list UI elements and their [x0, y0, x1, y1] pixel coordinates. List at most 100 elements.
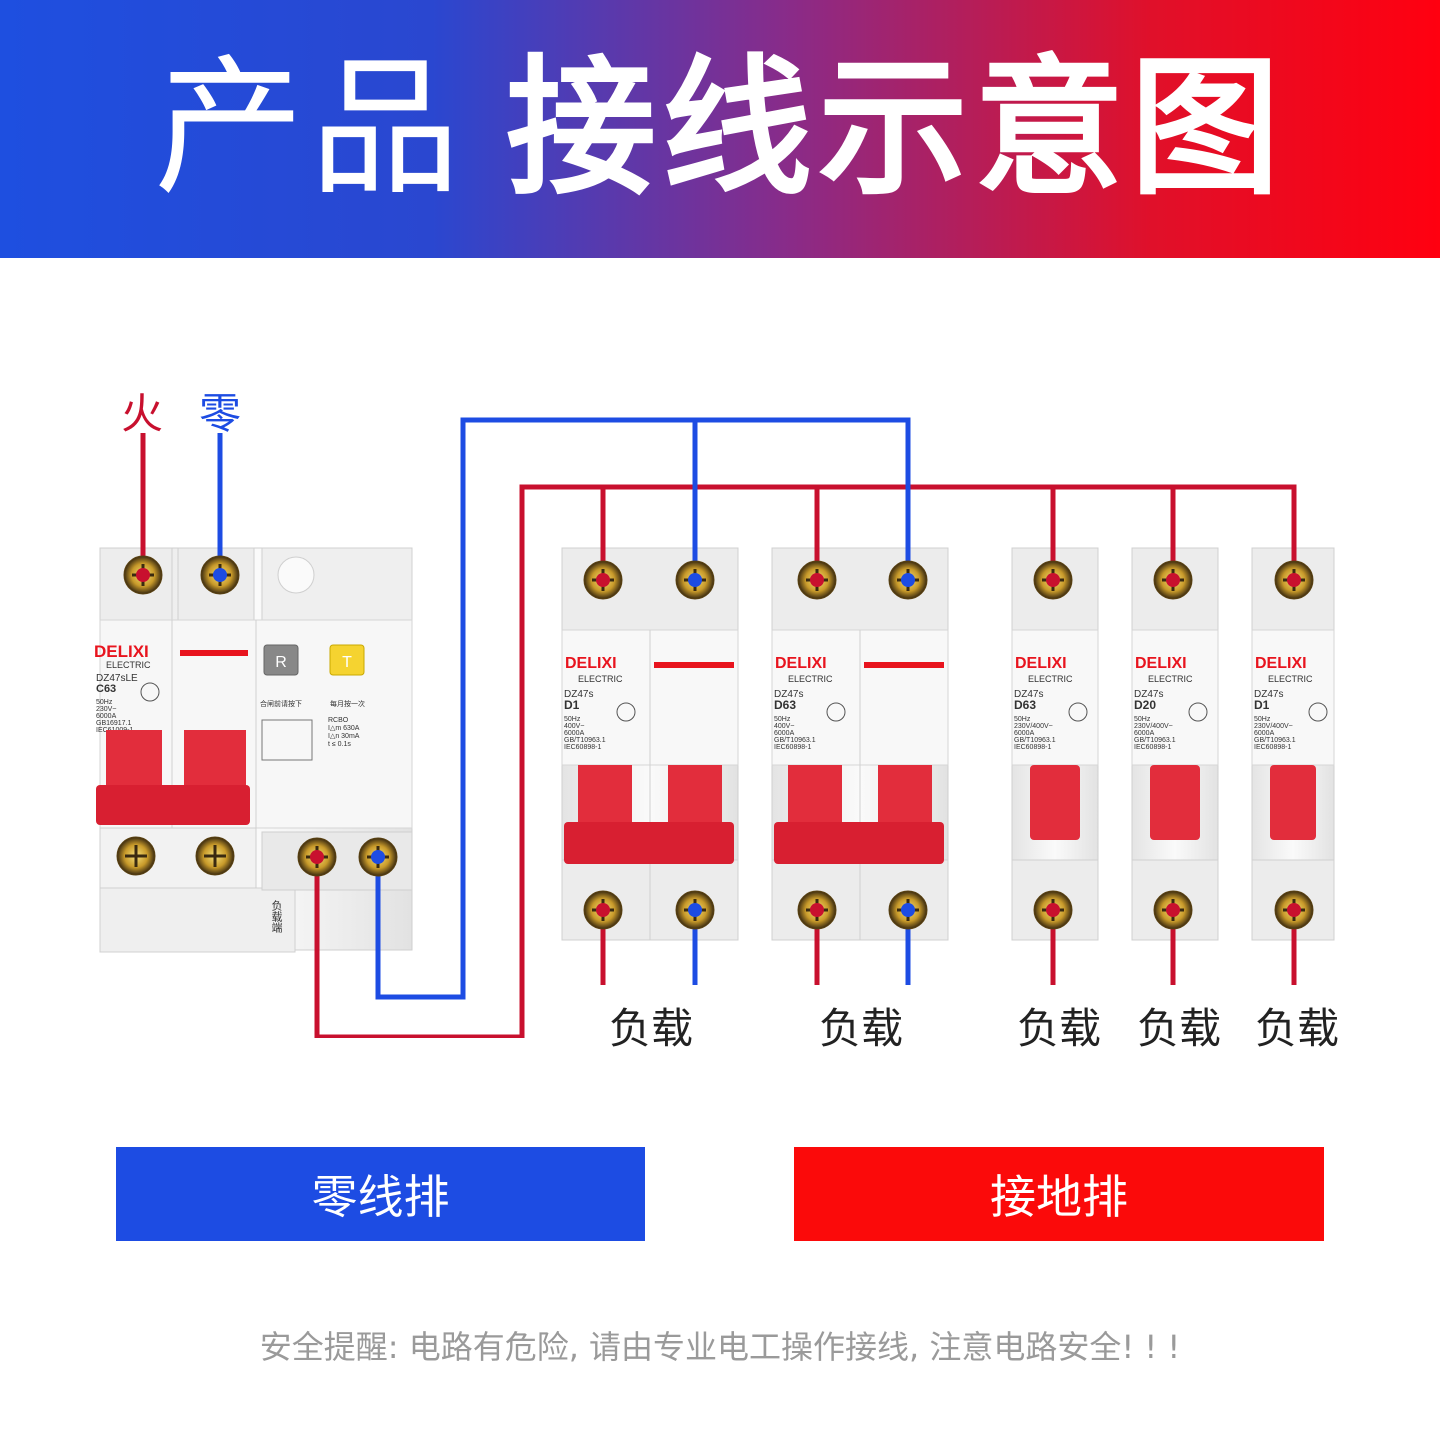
breaker-spec: GB/T10963.1	[1014, 737, 1056, 744]
test-button-label: T	[342, 654, 352, 671]
circuit-symbol	[261, 719, 313, 761]
breaker-spec: IEC60898-1	[774, 744, 811, 751]
breaker-spec: 230V/400V~	[1254, 723, 1293, 730]
indicator-window	[277, 556, 315, 594]
breaker-spec: 230V/400V~	[1134, 723, 1173, 730]
breaker-red-stripe	[654, 662, 734, 668]
terminal-screw-icon	[1153, 890, 1193, 930]
terminal-screw-icon	[116, 836, 156, 876]
wire-contact-dot	[1287, 903, 1301, 917]
rcbo-toggle[interactable]	[184, 730, 246, 790]
wire-contact-dot	[136, 568, 150, 582]
ground-busbar-label: 接地排	[990, 1170, 1128, 1224]
breaker-spec: IEC60898-1	[1254, 744, 1291, 751]
test-button[interactable]	[329, 644, 365, 676]
breaker-toggle	[578, 765, 632, 825]
wire-contact-dot	[596, 903, 610, 917]
test-caption: 每月按一次	[330, 699, 365, 708]
breaker: DELIXIELECTRICDZ47sD150Hz400V~6000AGB/T1…	[561, 547, 739, 941]
breaker-sub: ELECTRIC	[788, 674, 833, 684]
terminals	[116, 555, 1314, 930]
wire-contact-dot	[1166, 903, 1180, 917]
breaker-spec: 50Hz	[1014, 716, 1031, 723]
rcbo-spec: 6000A	[96, 713, 117, 720]
terminal-screw-icon	[583, 560, 623, 600]
reset-button[interactable]	[263, 644, 299, 676]
breaker-toggle	[668, 765, 722, 825]
breaker-toggle	[1270, 765, 1316, 840]
wire-contact-dot	[901, 573, 915, 587]
breaker-spec: IEC60898-1	[1014, 744, 1051, 751]
terminal-screw-icon	[1274, 890, 1314, 930]
terminal-screw-icon	[1153, 560, 1193, 600]
ccc-mark-icon	[826, 702, 846, 722]
terminal-screw-icon	[888, 560, 928, 600]
wiring-diagram: DELIXI ELECTRIC DZ47sLE C63 50Hz 230V~ 6…	[94, 417, 1335, 1038]
wire-contact-dot	[310, 850, 324, 864]
breaker-sub: ELECTRIC	[1028, 674, 1073, 684]
load-label: 负载	[819, 1004, 904, 1053]
rcbo-spec: I△n 30mA	[328, 733, 360, 740]
wire-contact-dot	[1046, 903, 1060, 917]
breaker-spec: 50Hz	[564, 716, 581, 723]
load-label: 负载	[609, 1004, 694, 1053]
breaker-spec: 6000A	[1014, 730, 1035, 737]
wire-contact-dot	[901, 903, 915, 917]
breaker-spec: 6000A	[1254, 730, 1275, 737]
terminal-screw-icon	[797, 890, 837, 930]
ccc-mark-icon	[1188, 702, 1208, 722]
breaker-spec: GB/T10963.1	[564, 737, 606, 744]
breaker-spec: GB/T10963.1	[1254, 737, 1296, 744]
terminal-screw-icon	[195, 836, 235, 876]
rcbo-spec: 230V~	[96, 706, 116, 713]
breaker-brand: DELIXI	[1255, 655, 1307, 672]
breaker-sub: ELECTRIC	[578, 674, 623, 684]
breaker-spec: GB/T10963.1	[1134, 737, 1176, 744]
breaker: DELIXIELECTRICDZ47sD2050Hz230V/400V~6000…	[1131, 547, 1219, 941]
terminal-screw-icon	[200, 555, 240, 595]
header-banner: 产品接线示意图	[0, 0, 1440, 258]
rcbo-spec: RCBO	[328, 717, 349, 724]
breaker-toggle	[1150, 765, 1200, 840]
title-light: 产品	[153, 42, 466, 216]
breaker-brand: DELIXI	[1015, 655, 1067, 672]
terminal-screw-icon	[358, 837, 398, 877]
rcbo-handle-bar[interactable]	[96, 785, 250, 825]
breaker-handle-bar	[774, 822, 944, 864]
breaker-spec: 6000A	[564, 730, 585, 737]
breaker-rating: D1	[564, 698, 580, 712]
rcbo-spec: I△m 630A	[328, 725, 360, 732]
wire-contact-dot	[213, 568, 227, 582]
breaker-rating: D20	[1134, 698, 1156, 712]
load-end-label: 负载端	[270, 899, 283, 934]
page-title: 产品接线示意图	[154, 54, 1286, 204]
breaker-spec: 50Hz	[1134, 716, 1151, 723]
ccc-mark-icon	[1068, 702, 1088, 722]
ground-busbar: 接地排	[794, 1147, 1324, 1241]
rcbo-spec: GB16917.1	[96, 720, 132, 727]
neutral-label: 零	[199, 389, 242, 438]
neutral-busbar-label: 零线排	[311, 1170, 450, 1224]
breaker-spec: IEC60898-1	[564, 744, 601, 751]
breaker-brand: DELIXI	[565, 655, 617, 672]
breaker-rating: D63	[1014, 698, 1036, 712]
breaker: DELIXIELECTRICDZ47sD6350Hz400V~6000AGB/T…	[771, 547, 949, 941]
breaker-model: DZ47s	[1014, 689, 1043, 700]
breaker-spec: 400V~	[774, 723, 794, 730]
terminal-screw-icon	[123, 555, 163, 595]
wire-contact-dot	[688, 903, 702, 917]
rcbo-red-stripe	[180, 650, 248, 656]
ccc-mark-icon	[140, 682, 160, 702]
wire-contact-dot	[1046, 573, 1060, 587]
neutral-bus-wire	[375, 417, 911, 1000]
breaker-spec: GB/T10963.1	[774, 737, 816, 744]
terminal-screw-icon	[675, 560, 715, 600]
live-label: 火	[121, 389, 164, 438]
breaker-model: DZ47s	[1254, 689, 1283, 700]
wire-contact-dot	[688, 573, 702, 587]
rcbo-toggle[interactable]	[106, 730, 162, 790]
terminal-screw-icon	[1033, 560, 1073, 600]
load-label: 负载	[1137, 1004, 1222, 1053]
breaker-label-panel	[1011, 629, 1099, 766]
breaker-red-stripe	[864, 662, 944, 668]
